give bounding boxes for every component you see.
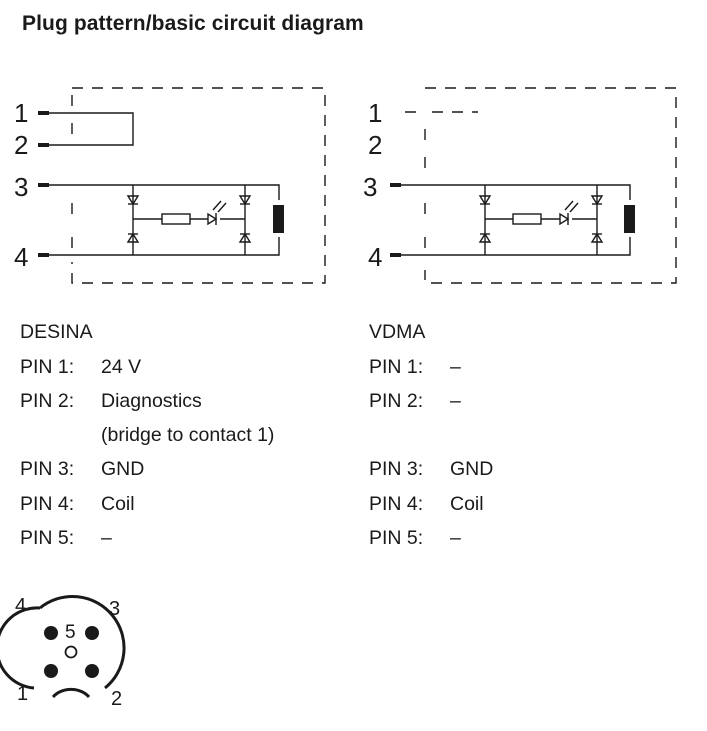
desina-diode — [238, 232, 252, 243]
connector-pin-4 — [44, 626, 58, 640]
desina-gnd-rail — [49, 184, 280, 200]
desina-diode — [126, 232, 140, 243]
desina-diode — [238, 195, 252, 206]
desina-pin-label-1: 1 — [14, 98, 28, 128]
desina-pin-terminal — [38, 143, 49, 147]
desina-resistor — [161, 213, 191, 225]
vdma-pin-label-1: 1 — [368, 98, 382, 128]
vdma-diode — [478, 232, 492, 243]
desina-pin-terminal — [38, 253, 49, 257]
pin-value: Coil — [450, 493, 484, 515]
pin-label: PIN 3: — [369, 458, 424, 480]
connector-housing — [0, 594, 126, 690]
pin-label: PIN 5: — [369, 527, 424, 549]
connector-key — [51, 687, 91, 699]
connector-pin-2 — [85, 664, 99, 678]
pin-value: – — [450, 390, 461, 412]
vdma-pin-table: VDMA PIN 1: – PIN 2: – PIN 3: GND PIN 4:… — [369, 321, 689, 561]
pin-value: – — [101, 527, 112, 549]
desina-led — [207, 212, 218, 226]
desina-pin-label-2: 2 — [14, 130, 28, 160]
connector-label-2: 2 — [111, 688, 122, 710]
pin-value: GND — [450, 458, 494, 480]
connector-pin-3 — [85, 626, 99, 640]
pin-label: PIN 2: — [369, 390, 424, 412]
connector-pin-1 — [44, 664, 58, 678]
pin-value: – — [450, 356, 461, 378]
pin-label: PIN 2: — [20, 390, 75, 412]
connector-pinout: 4 3 5 1 2 — [0, 594, 126, 710]
vdma-pin-terminal — [390, 253, 401, 257]
vdma-pin-terminal — [390, 183, 401, 187]
connector-label-4: 4 — [15, 595, 26, 617]
vdma-diode — [478, 195, 492, 206]
pin-label: PIN 4: — [20, 493, 75, 515]
pin-value: Diagnostics — [101, 390, 202, 412]
desina-bridge-wire — [49, 112, 134, 146]
pin-label: PIN 5: — [20, 527, 75, 549]
desina-coil — [273, 205, 284, 233]
pin-value: GND — [101, 458, 145, 480]
vdma-housing-outline — [405, 87, 677, 284]
pin-label: PIN 1: — [20, 356, 75, 378]
desina-coil-rail — [49, 237, 280, 256]
vdma-heading: VDMA — [369, 321, 426, 343]
desina-pin-terminal — [38, 111, 49, 115]
connector-label-3: 3 — [109, 598, 120, 620]
pin-label: PIN 3: — [20, 458, 75, 480]
vdma-diode — [590, 195, 604, 206]
desina-pin-terminal — [38, 183, 49, 187]
desina-pin-table: DESINA PIN 1: 24 V PIN 2: Diagnostics (b… — [20, 321, 340, 561]
connector-pin-5 — [64, 645, 78, 659]
desina-housing-outline — [71, 87, 326, 284]
desina-diode — [126, 195, 140, 206]
page-title: Plug pattern/basic circuit diagram — [22, 12, 364, 35]
pin-label: PIN 1: — [369, 356, 424, 378]
pin-value: Coil — [101, 493, 135, 515]
pin-value-note: (bridge to contact 1) — [101, 424, 275, 446]
vdma-coil — [624, 205, 635, 233]
pin-label: PIN 4: — [369, 493, 424, 515]
vdma-diode — [590, 232, 604, 243]
vdma-pin-label-4: 4 — [368, 242, 382, 272]
connector-label-1: 1 — [17, 683, 28, 705]
vdma-coil-rail — [401, 237, 631, 256]
vdma-pin-label-3: 3 — [363, 172, 377, 202]
desina-led-light-arrows — [212, 200, 227, 213]
vdma-circuit: 1 2 3 4 — [363, 87, 677, 284]
pin-value: – — [450, 527, 461, 549]
vdma-resistor — [512, 213, 542, 225]
desina-circuit: 1 2 3 4 — [14, 87, 326, 284]
desina-pin-label-3: 3 — [14, 172, 28, 202]
pin-value: 24 V — [101, 356, 142, 378]
desina-heading: DESINA — [20, 321, 93, 343]
connector-label-5: 5 — [65, 622, 76, 643]
vdma-pin-label-2: 2 — [368, 130, 382, 160]
vdma-gnd-rail — [401, 184, 631, 200]
vdma-led — [559, 212, 570, 226]
vdma-led-light-arrows — [564, 200, 579, 213]
desina-pin-label-4: 4 — [14, 242, 28, 272]
